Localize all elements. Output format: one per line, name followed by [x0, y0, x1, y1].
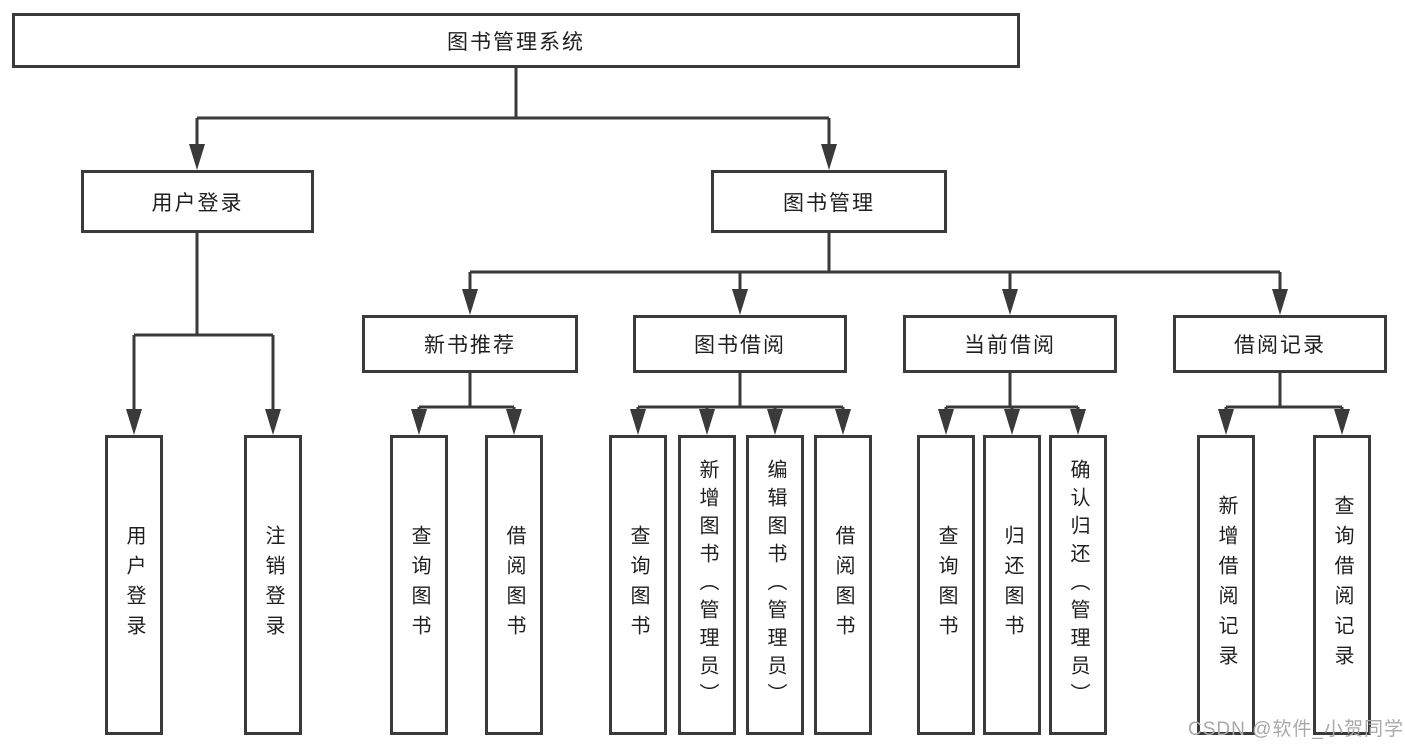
node-new-book-recommend: 新书推荐	[362, 315, 578, 373]
leaf-label: 查询图书	[935, 525, 957, 645]
leaf-label: 查询借阅记录	[1331, 495, 1353, 675]
leaf-label: 新增借阅记录	[1215, 495, 1237, 675]
node-borrow-record: 借阅记录	[1173, 315, 1387, 373]
node-leaf-return-books: 归还图书	[983, 435, 1041, 735]
node-leaf-query-books-1: 查询图书	[390, 435, 448, 735]
leaf-label: 确认归还（管理员）	[1067, 459, 1089, 711]
node-leaf-user-login: 用户登录	[105, 435, 163, 735]
node-leaf-query-books-2: 查询图书	[609, 435, 667, 735]
leaf-label: 查询图书	[627, 525, 649, 645]
leaf-label: 注销登录	[262, 525, 284, 645]
node-leaf-query-borrow-record: 查询借阅记录	[1313, 435, 1371, 735]
node-library-management-system: 图书管理系统	[12, 13, 1020, 68]
leaf-label: 用户登录	[123, 525, 145, 645]
node-leaf-borrow-books-1: 借阅图书	[485, 435, 543, 735]
leaf-label: 借阅图书	[832, 525, 854, 645]
node-leaf-edit-books-admin: 编辑图书（管理员）	[746, 435, 804, 735]
leaf-label: 查询图书	[408, 525, 430, 645]
csdn-watermark: CSDN @软件_小贺同学	[1188, 719, 1404, 740]
node-leaf-query-books-3: 查询图书	[917, 435, 975, 735]
node-book-borrow: 图书借阅	[633, 315, 847, 373]
node-book-management: 图书管理	[711, 170, 947, 233]
node-leaf-add-borrow-record: 新增借阅记录	[1197, 435, 1255, 735]
node-user-login: 用户登录	[81, 170, 314, 233]
node-current-borrow: 当前借阅	[903, 315, 1117, 373]
leaf-label: 编辑图书（管理员）	[764, 459, 786, 711]
leaf-label: 新增图书（管理员）	[696, 459, 718, 711]
node-leaf-add-books-admin: 新增图书（管理员）	[678, 435, 736, 735]
node-leaf-logout: 注销登录	[244, 435, 302, 735]
leaf-label: 借阅图书	[503, 525, 525, 645]
node-leaf-confirm-return-admin: 确认归还（管理员）	[1049, 435, 1107, 735]
leaf-label: 归还图书	[1001, 525, 1023, 645]
node-leaf-borrow-books-2: 借阅图书	[814, 435, 872, 735]
